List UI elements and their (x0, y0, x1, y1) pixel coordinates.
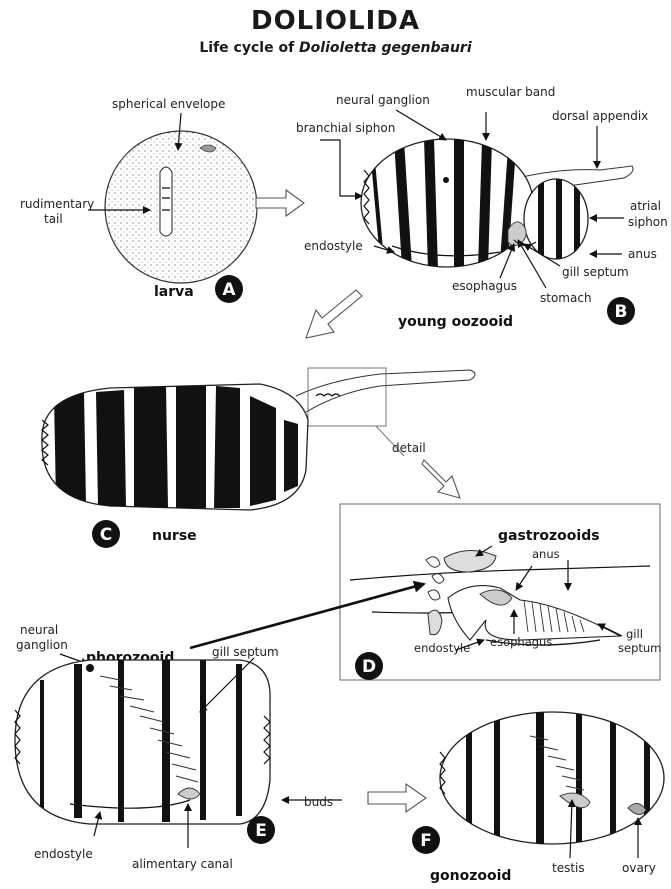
stage-e-phorozooid: neural ganglion phorozooid gill sept (15, 623, 342, 871)
label-endostyle-d: endostyle (414, 641, 470, 655)
stage-c-name: nurse (152, 528, 197, 544)
arrow-a-to-b (256, 190, 304, 216)
label-anus-b: anus (628, 247, 657, 261)
label-buds: buds (304, 795, 333, 809)
label-gastrozooids: gastrozooids (498, 528, 600, 544)
label-gill-septum-e: gill septum (212, 645, 279, 659)
label-ganglion-e: ganglion (16, 638, 68, 652)
label-dorsal-appendix: dorsal appendix (552, 109, 648, 123)
label-neural-e: neural (20, 623, 58, 637)
label-stomach: stomach (540, 291, 592, 305)
spherical-envelope (105, 131, 257, 283)
gonozooid-body (440, 712, 664, 844)
label-anus-d: anus (532, 547, 560, 561)
stage-f-gonozooid: testis ovary gonozooid F (412, 708, 664, 884)
arrow-detail (422, 460, 460, 498)
label-atrial: atrial (630, 199, 661, 213)
label-tail: tail (44, 212, 63, 226)
label-gill-d: gill (626, 627, 643, 641)
label-branchial-siphon: branchial siphon (296, 121, 395, 135)
badge-d-letter: D (362, 657, 376, 677)
label-esophagus-d: esophagus (490, 635, 552, 649)
label-neural-ganglion: neural ganglion (336, 93, 430, 107)
label-detail: detail (392, 441, 426, 455)
stage-a-larva: spherical envelope rudimentary tail larv… (20, 97, 257, 303)
label-alimentary-canal: alimentary canal (132, 857, 233, 871)
nurse-dorsal-stolon (296, 370, 475, 412)
badge-f-letter: F (420, 831, 432, 851)
label-esophagus-b: esophagus (452, 279, 517, 293)
label-muscular-band: muscular band (466, 85, 555, 99)
badge-c-letter: C (100, 525, 112, 545)
badge-b-letter: B (615, 302, 628, 322)
label-rudimentary: rudimentary (20, 197, 94, 211)
label-gill-septum-b: gill septum (562, 265, 629, 279)
label-ovary: ovary (622, 861, 656, 875)
label-septum-d: septum (618, 641, 661, 655)
stage-d-detail: gastrozooids anus gill septum endostyle … (340, 504, 661, 680)
label-spherical-envelope: spherical envelope (112, 97, 225, 111)
label-testis: testis (552, 861, 585, 875)
phorozooid-body (15, 660, 270, 824)
arrow-e-to-f (368, 784, 426, 812)
badge-e-letter: E (255, 821, 267, 841)
stage-f-name: gonozooid (430, 868, 511, 884)
stage-a-name: larva (154, 284, 194, 300)
label-endostyle-e: endostyle (34, 847, 93, 861)
stage-b-name: young oozooid (398, 314, 513, 330)
label-siphon: siphon (628, 215, 668, 229)
larva-body (160, 167, 172, 236)
badge-a-letter: A (222, 280, 236, 300)
arrow-b-to-c (306, 290, 362, 338)
label-endostyle-b: endostyle (304, 239, 363, 253)
